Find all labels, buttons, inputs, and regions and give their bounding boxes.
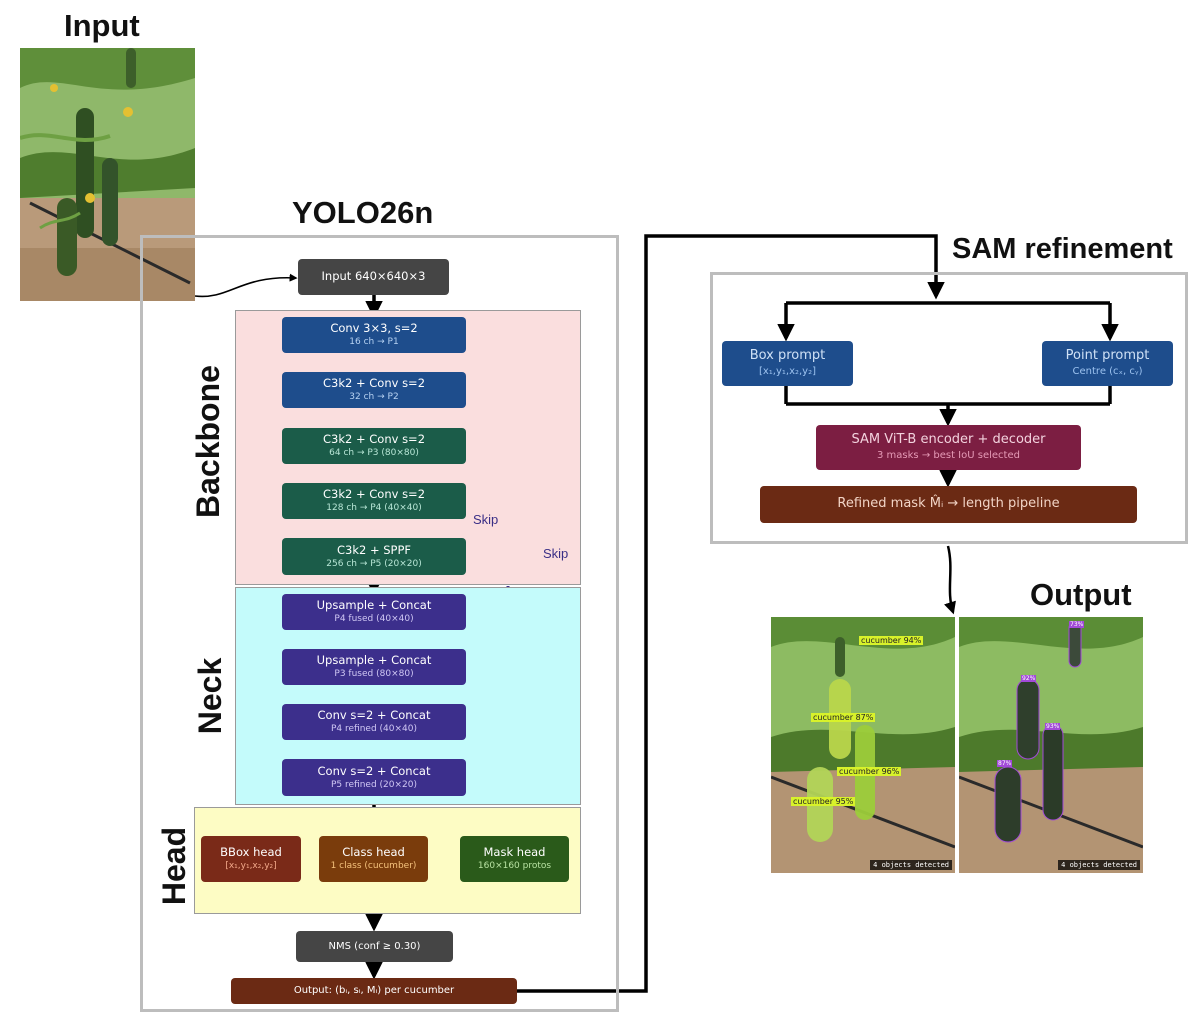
backbone-node-3-sub: 64 ch → P3 (80×80) [329, 448, 419, 459]
input-curve-arrow [194, 273, 298, 298]
output-mask-image: 73% 92% 93% 87% 4 objects detected [959, 617, 1143, 873]
backbone-label: Backbone [190, 365, 226, 518]
nms-node: NMS (conf ≥ 0.30) [296, 931, 453, 962]
mask-tag-1: 73% [1069, 621, 1085, 628]
sam-encoder-node: SAM ViT-B encoder + decoder 3 masks → be… [816, 425, 1081, 470]
input-node-label: Input 640×640×3 [321, 269, 426, 284]
backbone-node-4-sub: 128 ch → P4 (40×40) [326, 503, 422, 514]
class-head-main: Class head [342, 845, 405, 860]
sam-internal-arrows [777, 301, 1119, 488]
sam-encoder-sub: 3 masks → best IoU selected [877, 450, 1020, 462]
neck-node-4: Conv s=2 + Concat P5 refined (20×20) [282, 759, 466, 796]
bbox-head-node: BBox head [x₁,y₁,x₂,y₂] [201, 836, 301, 882]
bbox-head-sub: [x₁,y₁,x₂,y₂] [225, 861, 277, 872]
input-title: Input [64, 8, 140, 43]
input-node: Input 640×640×3 [298, 259, 449, 295]
box-prompt-sub: [x₁,y₁,x₂,y₂] [758, 366, 817, 378]
refined-mask-label: Refined mask M̂ᵢ → length pipeline [837, 496, 1060, 512]
sam-encoder-main: SAM ViT-B encoder + decoder [851, 432, 1046, 448]
yolo-to-sam-connector [517, 234, 945, 993]
neck-node-3-main: Conv s=2 + Concat [317, 708, 431, 723]
neck-node-4-sub: P5 refined (20×20) [330, 779, 417, 790]
refined-mask-node: Refined mask M̂ᵢ → length pipeline [760, 486, 1137, 523]
cucumber-plant-image [20, 48, 195, 301]
mask-tag-3: 93% [1045, 723, 1061, 730]
mask-head-main: Mask head [483, 845, 546, 860]
yolo-frame [140, 235, 619, 1012]
sam-title: SAM refinement [952, 233, 1173, 265]
neck-node-2-sub: P3 fused (80×80) [334, 669, 414, 680]
neck-node-4-main: Conv s=2 + Concat [317, 763, 431, 778]
backbone-node-1-sub: 16 ch → P1 [349, 337, 399, 348]
backbone-node-2: C3k2 + Conv s=2 32 ch → P2 [282, 372, 466, 408]
backbone-node-5-main: C3k2 + SPPF [336, 542, 412, 557]
mask-tag-2: 92% [1021, 675, 1037, 682]
box-prompt-node: Box prompt [x₁,y₁,x₂,y₂] [722, 341, 853, 386]
detection-scene [771, 617, 955, 873]
neck-node-1-sub: P4 fused (40×40) [334, 614, 414, 625]
backbone-node-4-main: C3k2 + Conv s=2 [322, 487, 426, 502]
nms-label: NMS (conf ≥ 0.30) [328, 940, 421, 952]
yolo-output-node: Output: (bᵢ, sᵢ, Mᵢ) per cucumber [231, 978, 517, 1004]
backbone-node-3-main: C3k2 + Conv s=2 [322, 432, 426, 447]
backbone-node-5-sub: 256 ch → P5 (20×20) [326, 558, 422, 569]
backbone-node-2-sub: 32 ch → P2 [349, 392, 399, 403]
skip-label-inner: Skip [473, 512, 499, 527]
left-objects-badge: 4 objects detected [870, 860, 952, 870]
sam-to-output-arrow [944, 545, 956, 615]
det-label-2: cucumber 87% [811, 713, 876, 722]
mask-head-node: Mask head 160×160 protos [460, 836, 569, 882]
backbone-node-4: C3k2 + Conv s=2 128 ch → P4 (40×40) [282, 483, 466, 519]
backbone-node-1-main: Conv 3×3, s=2 [330, 321, 418, 336]
skip-label-outer: Skip [543, 546, 569, 561]
mask-head-sub: 160×160 protos [477, 861, 552, 872]
backbone-node-2-main: C3k2 + Conv s=2 [322, 376, 426, 391]
neck-node-3: Conv s=2 + Concat P4 refined (40×40) [282, 704, 466, 740]
backbone-node-3: C3k2 + Conv s=2 64 ch → P3 (80×80) [282, 428, 466, 464]
bbox-head-main: BBox head [220, 845, 282, 860]
neck-node-2-main: Upsample + Concat [316, 653, 432, 668]
point-prompt-sub: Centre (cₓ, cᵧ) [1072, 366, 1143, 378]
mask-tag-4: 87% [997, 760, 1013, 767]
neck-node-3-sub: P4 refined (40×40) [330, 724, 417, 735]
det-label-4: cucumber 95% [791, 797, 856, 806]
box-prompt-main: Box prompt [749, 348, 826, 364]
neck-node-2: Upsample + Concat P3 fused (80×80) [282, 649, 466, 685]
sam-frame [710, 272, 1188, 544]
neck-node-1-main: Upsample + Concat [316, 598, 432, 613]
input-photo [20, 48, 195, 301]
neck-node-1: Upsample + Concat P4 fused (40×40) [282, 594, 466, 630]
backbone-node-5: C3k2 + SPPF 256 ch → P5 (20×20) [282, 538, 466, 575]
output-detection-image: cucumber 94% cucumber 87% cucumber 96% c… [771, 617, 955, 873]
class-head-node: Class head 1 class (cucumber) [319, 836, 428, 882]
output-title: Output [1030, 577, 1132, 612]
mask-scene [959, 617, 1143, 873]
neck-label: Neck [192, 657, 228, 735]
yolo-output-label: Output: (bᵢ, sᵢ, Mᵢ) per cucumber [293, 985, 455, 997]
backbone-node-1: Conv 3×3, s=2 16 ch → P1 [282, 317, 466, 353]
det-label-3: cucumber 96% [837, 767, 902, 776]
point-prompt-main: Point prompt [1065, 348, 1150, 364]
point-prompt-node: Point prompt Centre (cₓ, cᵧ) [1042, 341, 1173, 386]
right-objects-badge: 4 objects detected [1058, 860, 1140, 870]
head-label: Head [156, 826, 192, 906]
class-head-sub: 1 class (cucumber) [330, 861, 417, 872]
yolo-title: YOLO26n [292, 195, 434, 230]
det-label-1: cucumber 94% [859, 636, 924, 645]
